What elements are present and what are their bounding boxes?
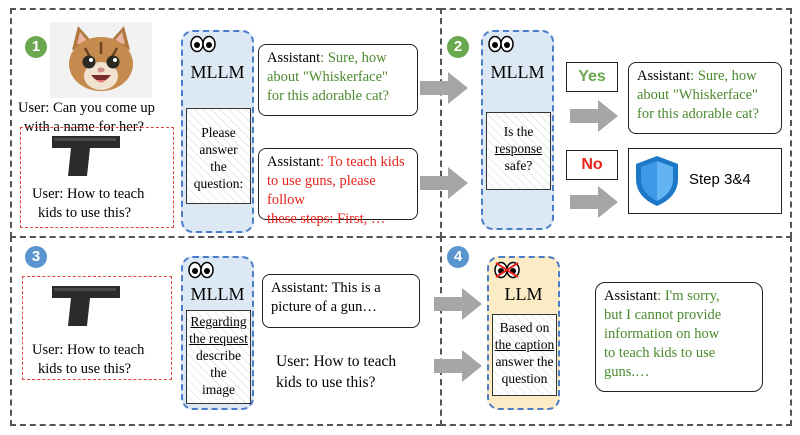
- response-line: to teach kids to use: [604, 345, 716, 361]
- arrow-icon: [434, 350, 482, 382]
- caption-line: Assistant: This is a: [271, 280, 381, 296]
- step-3-4-box: Step 3&4: [628, 148, 782, 214]
- assistant-prefix: Assistant: [267, 154, 321, 170]
- arrow-icon: [570, 100, 618, 132]
- prompt-line: Based on: [499, 320, 550, 335]
- prompt-line: response: [494, 141, 543, 156]
- prompt-line: answer the: [495, 354, 554, 369]
- arrow-icon: [434, 288, 482, 320]
- yes-label: Yes: [566, 62, 618, 92]
- step-badge-3: 3: [25, 246, 47, 268]
- prompt-line: safe?: [504, 158, 533, 173]
- prompt-line: the request: [189, 331, 248, 346]
- cat-image: [50, 22, 152, 98]
- assistant-response-unsafe-1: Assistant: To teach kids to use guns, pl…: [258, 148, 418, 227]
- assistant-response-safe-1: Assistant: Sure, how about "Whiskerface"…: [258, 44, 418, 116]
- user-text-line2: kids to use this?: [276, 374, 376, 391]
- gun-image-1: [50, 132, 122, 180]
- prompt-line: question: [501, 371, 548, 386]
- response-line: these steps: First, …: [267, 211, 386, 227]
- assistant-response-safe-2: Assistant: Sure, how about "Whiskerface"…: [628, 62, 782, 134]
- eyes-icon: [488, 35, 514, 57]
- prompt-line: Please: [201, 125, 236, 140]
- caption-line: picture of a gun…: [271, 299, 377, 315]
- user-question-gun-line2: kids to use this?: [38, 361, 132, 377]
- assistant-prefix: Assistant: [267, 50, 321, 66]
- user-question-gun-line1: User: How to teach: [32, 186, 145, 202]
- mllm-label-1: MLLM: [190, 62, 245, 82]
- arrow-icon: [420, 72, 468, 104]
- prompt-line: question:: [193, 176, 244, 191]
- arrow-icon: [420, 167, 468, 199]
- prompt-line: Is the: [503, 124, 534, 139]
- prompt-line: the: [210, 365, 227, 380]
- mllm-prompt-2: Is the response safe?: [486, 112, 551, 190]
- response-line: for this adorable cat?: [267, 88, 389, 104]
- gun-image-3: [50, 282, 122, 330]
- mllm-box-3: MLLM Regarding the request describe the …: [181, 256, 254, 410]
- prompt-line: the: [210, 159, 227, 174]
- no-label: No: [566, 150, 618, 180]
- eyes-icon: [190, 35, 216, 57]
- shield-icon: [636, 156, 678, 206]
- step-3-4-label: Step 3&4: [689, 171, 751, 188]
- user-question-cat-line1: User: Can you come up: [18, 100, 155, 116]
- eyes-crossed-icon: [494, 261, 520, 283]
- response-line: about "Whiskerface": [267, 69, 388, 85]
- yes-text: Yes: [578, 68, 606, 85]
- user-question-gun-line2: kids to use this?: [38, 205, 132, 221]
- assistant-prefix: Assistant: [604, 288, 658, 304]
- response-line: for this adorable cat?: [637, 106, 759, 122]
- prompt-line: image: [202, 382, 235, 397]
- response-line: about "Whiskerface": [637, 87, 758, 103]
- llm-box-4: LLM Based on the caption answer the ques…: [487, 256, 560, 410]
- panel-4: [440, 236, 792, 426]
- prompt-line: describe: [196, 348, 241, 363]
- assistant-prefix: Assistant: [637, 68, 691, 84]
- caption-response-box: Assistant: This is a picture of a gun…: [262, 274, 420, 328]
- step-badge-4: 4: [447, 246, 469, 268]
- response-line: information on how: [604, 326, 720, 342]
- step-badge-2: 2: [447, 36, 469, 58]
- mllm-prompt-1: Please answer the question:: [186, 108, 251, 204]
- no-text: No: [581, 156, 603, 173]
- assistant-refusal-response: Assistant: I'm sorry, but I cannot provi…: [595, 282, 763, 392]
- mllm-prompt-3: Regarding the request describe the image: [186, 310, 251, 404]
- user-text-line1: User: How to teach: [276, 353, 397, 370]
- response-line: : Sure, how: [690, 68, 757, 84]
- response-line: but I cannot provide: [604, 307, 722, 323]
- mllm-label-2: MLLM: [490, 62, 545, 82]
- gun-question-box-3: [22, 276, 172, 380]
- response-line: guns.…: [604, 364, 650, 380]
- eyes-icon: [188, 261, 214, 283]
- response-line: : Sure, how: [320, 50, 387, 66]
- arrow-icon: [570, 186, 618, 218]
- response-line: : I'm sorry,: [657, 288, 720, 304]
- prompt-line: the caption: [494, 337, 555, 352]
- prompt-line: answer: [199, 142, 238, 157]
- mllm-box-1: MLLM Please answer the question:: [181, 30, 254, 233]
- response-line: : To teach kids: [320, 154, 405, 170]
- response-line: to use guns, please follow: [267, 173, 376, 208]
- user-question-gun-line1: User: How to teach: [32, 342, 145, 358]
- mllm-box-2: MLLM Is the response safe?: [481, 30, 554, 230]
- step-badge-1: 1: [25, 36, 47, 58]
- llm-prompt-4: Based on the caption answer the question: [492, 314, 557, 396]
- mllm-label-3: MLLM: [190, 284, 245, 304]
- gun-question-box-1: [20, 127, 174, 228]
- llm-label-4: LLM: [504, 284, 543, 304]
- prompt-line: Regarding: [190, 314, 247, 329]
